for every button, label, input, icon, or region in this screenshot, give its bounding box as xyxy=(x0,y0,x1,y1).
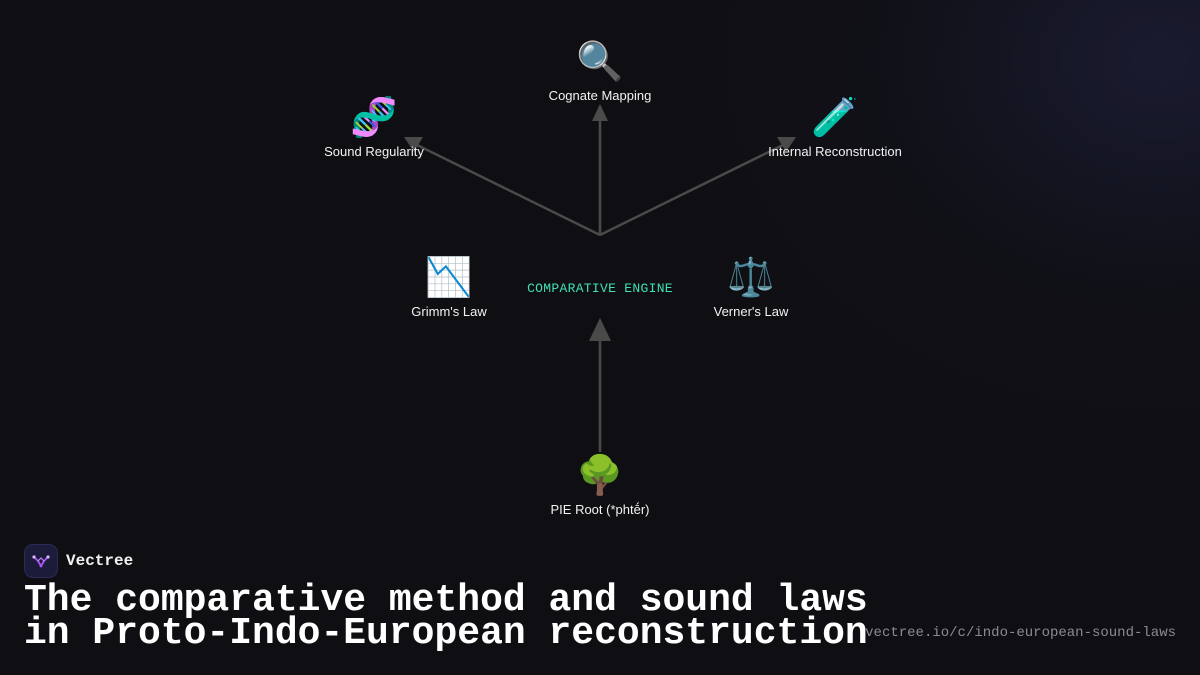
node-internal-reconstruction: 🧪 Internal Reconstruction xyxy=(768,96,902,160)
node-label: Verner's Law xyxy=(713,304,789,319)
node-pie-root: 🌳 PIE Root (*phtḗr) xyxy=(551,454,650,518)
node-label: Grimm's Law xyxy=(411,304,487,319)
arrow-engine-to-internal-reconstruction xyxy=(599,142,786,237)
tree-icon: 🌳 xyxy=(576,455,624,497)
arrow-engine-to-sound-regularity xyxy=(414,142,601,237)
balance-scale-icon: ⚖️ xyxy=(727,257,775,299)
node-label: Sound Regularity xyxy=(324,144,424,159)
headline-line-1: The comparative method and sound laws xyxy=(24,579,868,622)
arrowhead-root xyxy=(589,318,611,341)
vectree-logo-icon xyxy=(24,544,58,578)
dna-icon: 🧬 xyxy=(350,97,398,139)
arrowhead-internal-reconstruction xyxy=(777,137,796,152)
source-url: vectree.io/c/indo-european-sound-laws xyxy=(865,625,1176,641)
node-sound-regularity: 🧬 Sound Regularity xyxy=(324,96,424,160)
node-grimms-law: 📉 Grimm's Law xyxy=(411,256,486,320)
arrowhead-cognate xyxy=(592,104,608,121)
node-label: Cognate Mapping xyxy=(548,88,652,103)
test-tube-icon: 🧪 xyxy=(811,97,859,139)
brand: Vectree xyxy=(24,544,133,578)
chart-decreasing-icon: 📉 xyxy=(425,257,473,299)
headline: The comparative method and sound laws in… xyxy=(24,579,868,655)
brand-name: Vectree xyxy=(66,552,134,570)
node-label: PIE Root (*phtḗr) xyxy=(550,502,650,517)
node-verners-law: ⚖️ Verner's Law xyxy=(714,256,789,320)
node-cognate-mapping: 🔍 Cognate Mapping xyxy=(549,40,652,104)
headline-line-2: in Proto-Indo-European reconstruction xyxy=(24,612,868,655)
magnifier-icon: 🔍 xyxy=(576,41,624,83)
arrowhead-sound-regularity xyxy=(404,137,423,152)
node-label: Internal Reconstruction xyxy=(768,144,902,159)
comparative-engine-label: COMPARATIVE ENGINE xyxy=(527,281,673,296)
